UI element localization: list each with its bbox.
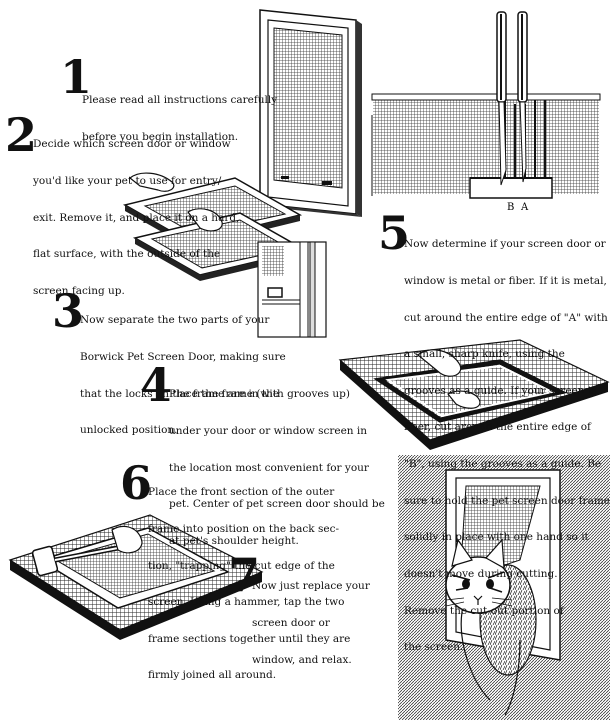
frame-lock-illustration (257, 241, 327, 338)
step-2-number: 2 (5, 108, 38, 162)
step-3-line: Now separate the two parts of your (80, 314, 270, 327)
step-2-line: you'd like your pet to use for entry/ (33, 175, 222, 188)
step-5-line: Remove the cut-out portion of (404, 604, 564, 617)
step-4-line: at pet's shoulder height. (169, 534, 299, 547)
step-7-line: screen door or (252, 617, 330, 630)
step-7-line: window, and relax. (252, 653, 352, 666)
step-4-line: Place the frame (with grooves up) (169, 388, 350, 401)
hammer-frame-illustration (8, 514, 264, 640)
step-5-number: 5 (378, 206, 411, 260)
step-3-line: Borwick Pet Screen Door, making sure (80, 351, 286, 364)
step-5-line: fiber, cut around the entire edge of (404, 421, 591, 434)
step-3-line: that the locks on the frame are in the (80, 387, 280, 400)
step-5-line: Now determine if your screen door or (404, 238, 606, 251)
step-6-line: screen. Using a hammer, tap the two (148, 596, 345, 609)
step-1-line: before you begin installation. (82, 131, 239, 144)
step-5-line: cut around the entire edge of "A" with (404, 311, 608, 324)
step-3-line: unlocked position. (80, 424, 178, 437)
step-1-text: Please read all instructions carefully b… (82, 70, 277, 168)
step-1-number: 1 (60, 50, 93, 104)
frame-under-screen-illustration (338, 339, 610, 450)
frame-separation-illustration (122, 172, 308, 281)
label-a: A (520, 202, 529, 213)
step-5-line: "B", using the grooves as a guide. Be (404, 458, 602, 471)
step-3-number: 3 (52, 284, 85, 338)
step-5-line: sure to hold the pet screen door frame (404, 494, 610, 507)
step-2-line: exit. Remove it, and place it on a hard, (33, 211, 240, 224)
knife-cutting-illustration: B A (371, 11, 601, 213)
step-5-line: a small, sharp knife, using the (404, 348, 565, 361)
step-4-number: 4 (140, 358, 173, 412)
step-7-text: Now just replace your screen door or win… (252, 556, 370, 690)
step-3-text: Now separate the two parts of your Borwi… (80, 290, 286, 461)
step-5-line: doesn't move during cutting. (404, 567, 558, 580)
step-6-line: frame into position on the back sec- (148, 523, 340, 536)
step-6-line: Place the front section of the outer (148, 486, 335, 499)
cat-through-door-illustration (398, 455, 610, 720)
step-4-line: under your door or window screen in (169, 425, 368, 438)
step-2-line: flat surface, with the outside of the (33, 248, 221, 261)
step-4-line: pet. Center of pet screen door should be (169, 498, 385, 511)
step-6-number: 6 (120, 456, 153, 510)
step-5-line: window is metal or fiber. If it is metal… (404, 275, 607, 288)
label-b: B (507, 202, 514, 213)
step-2-line: Decide which screen door or window (33, 138, 231, 151)
step-4-line: the location most convenient for your (169, 461, 369, 474)
step-2-line: screen facing up. (33, 284, 125, 297)
step-5-line: solidly in place with one hand so it (404, 531, 589, 544)
step-6-text: Place the front section of the outer fra… (148, 462, 350, 706)
step-6-line: firmly joined all around. (148, 669, 277, 682)
step-7-line: Now just replace your (252, 580, 370, 593)
pet-door-upright-illustration (259, 9, 362, 217)
step-2-text: Decide which screen door or window you'd… (33, 114, 239, 321)
step-1-line: Please read all instructions carefully (82, 94, 278, 107)
step-5-line: grooves as a guide. If your screen is (404, 384, 597, 397)
step-5-line: the screen. (404, 641, 464, 654)
step-6-line: tion, "trapping" the cut edge of the (148, 559, 335, 572)
step-6-line: frame sections together until they are (148, 632, 351, 645)
step-4-text: Place the frame (with grooves up) under … (169, 364, 385, 571)
step-7-number: 7 (228, 548, 261, 602)
step-5-text: Now determine if your screen door or win… (404, 214, 610, 678)
